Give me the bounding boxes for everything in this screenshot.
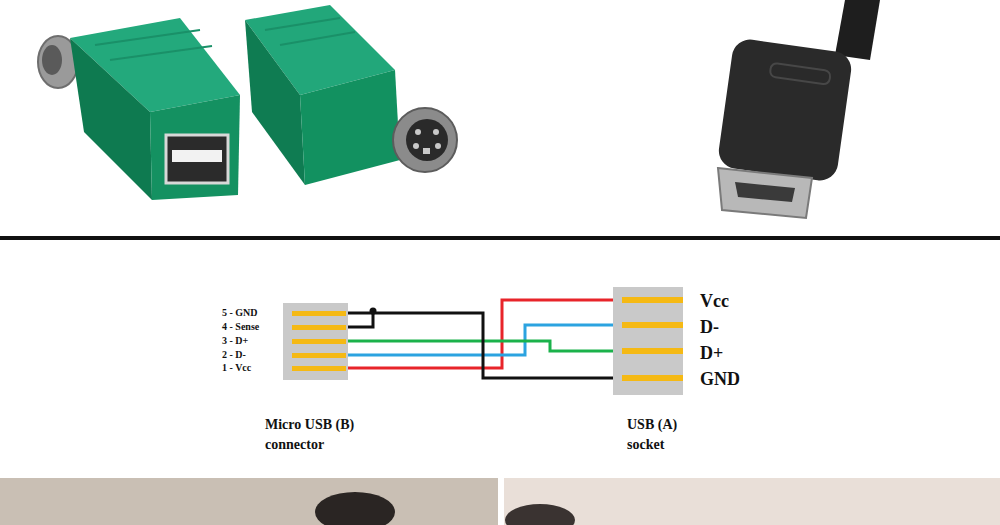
pin-contact bbox=[622, 297, 683, 303]
pin-label: 5 - GND bbox=[222, 306, 258, 320]
pin-contact bbox=[292, 353, 346, 358]
label-anchor: 1 - Vcc bbox=[222, 361, 251, 375]
wire bbox=[348, 341, 613, 351]
label-anchor: GND bbox=[700, 368, 740, 390]
label-anchor: Vcc bbox=[700, 290, 729, 312]
pin-contact bbox=[622, 348, 683, 354]
wire bbox=[348, 300, 613, 368]
signal-label: GND bbox=[700, 368, 740, 390]
signal-label: D+ bbox=[700, 342, 723, 364]
connector-body: Micro USB (B) connector bbox=[283, 303, 348, 380]
ps2-usb-adapter bbox=[38, 18, 240, 200]
pin-contact bbox=[622, 375, 683, 381]
ps2-usb-adapter bbox=[245, 5, 457, 185]
label-anchor: 2 - D- bbox=[222, 348, 246, 362]
pin-label: 2 - D- bbox=[222, 348, 246, 362]
connector-caption: USB (A) socket bbox=[627, 415, 702, 455]
pin-label: 1 - Vcc bbox=[222, 361, 251, 375]
divider-line bbox=[0, 236, 1000, 240]
pin-contact bbox=[622, 322, 683, 328]
wire bbox=[348, 325, 613, 355]
pin-contact bbox=[292, 311, 346, 316]
label-anchor: D+ bbox=[700, 342, 723, 364]
connector-caption: Micro USB (B) connector bbox=[265, 415, 385, 455]
signal-label: D- bbox=[700, 316, 719, 338]
label-anchor: D- bbox=[700, 316, 719, 338]
pin-contact bbox=[292, 366, 346, 371]
pin-contact bbox=[292, 325, 346, 330]
micro-usb-plug bbox=[717, 0, 880, 218]
label-anchor: 5 - GND bbox=[222, 306, 258, 320]
pin-label: 3 - D+ bbox=[222, 334, 248, 348]
photo-strip bbox=[0, 478, 1000, 525]
signal-label: Vcc bbox=[700, 290, 729, 312]
wire bbox=[348, 313, 613, 378]
label-anchor: 4 - Sense bbox=[222, 320, 259, 334]
sense-jumper bbox=[348, 308, 377, 328]
connector-body: USB (A) socket bbox=[613, 287, 683, 395]
pin-label: 4 - Sense bbox=[222, 320, 259, 334]
pin-contact bbox=[292, 339, 346, 344]
label-anchor: 3 - D+ bbox=[222, 334, 248, 348]
